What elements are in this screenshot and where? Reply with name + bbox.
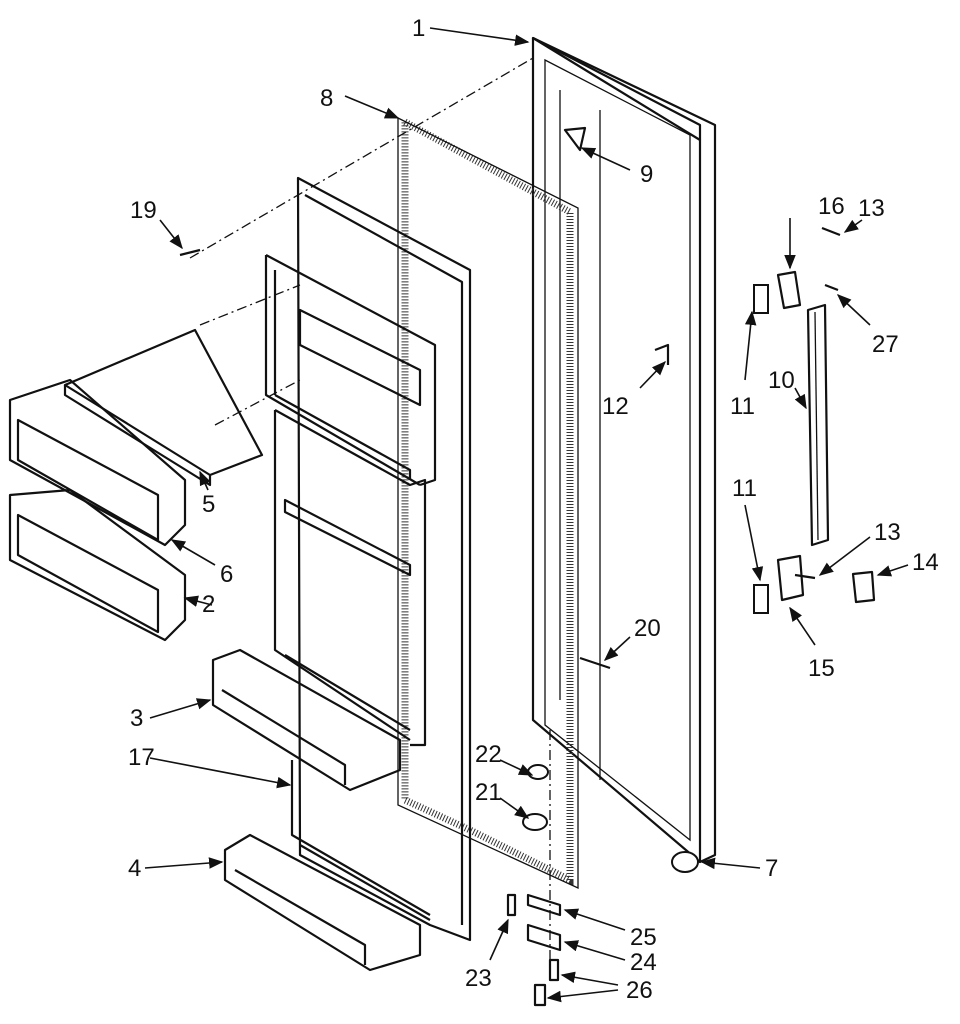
callout-13-upper: 13 — [858, 195, 885, 222]
callout-15: 15 — [808, 655, 835, 682]
inner-door-liner — [264, 176, 472, 942]
upper-dairy-bin — [8, 378, 187, 547]
callout-27: 27 — [872, 331, 899, 358]
callout-21: 21 — [475, 779, 502, 806]
callout-9: 9 — [640, 161, 653, 188]
callout-11-lower: 11 — [732, 475, 757, 502]
callout-20: 20 — [634, 615, 661, 642]
callout-2: 2 — [202, 591, 215, 618]
lower-door-shelf — [223, 833, 422, 972]
door-gasket — [397, 116, 579, 890]
callout-4: 4 — [128, 855, 141, 882]
leader-lines — [144, 27, 909, 1003]
callout-labels: 1 2 3 4 5 6 7 8 9 10 11 11 12 13 13 14 1… — [128, 15, 939, 1004]
callout-26: 26 — [626, 977, 653, 1004]
callout-6: 6 — [220, 561, 233, 588]
callout-3: 3 — [130, 705, 143, 732]
callout-5: 5 — [202, 491, 215, 518]
callout-23: 23 — [465, 965, 492, 992]
door-handle — [806, 303, 830, 547]
callout-19: 19 — [130, 197, 157, 224]
lower-dairy-bin — [8, 488, 187, 642]
callout-13-lower: 13 — [874, 519, 901, 546]
callout-14: 14 — [912, 549, 939, 576]
callout-17: 17 — [128, 744, 155, 771]
callout-22: 22 — [475, 741, 502, 768]
callout-16: 16 — [818, 193, 845, 220]
callout-7: 7 — [765, 855, 778, 882]
outer-door-panel — [531, 36, 717, 864]
assembly-lines — [189, 57, 551, 980]
callout-24: 24 — [630, 949, 657, 976]
callout-8: 8 — [320, 85, 333, 112]
callout-11-upper: 11 — [730, 393, 755, 420]
callout-12: 12 — [602, 393, 629, 420]
callout-1: 1 — [412, 15, 425, 42]
callout-10: 10 — [768, 367, 795, 394]
callout-25: 25 — [630, 924, 657, 951]
upper-door-shelf — [211, 648, 402, 792]
